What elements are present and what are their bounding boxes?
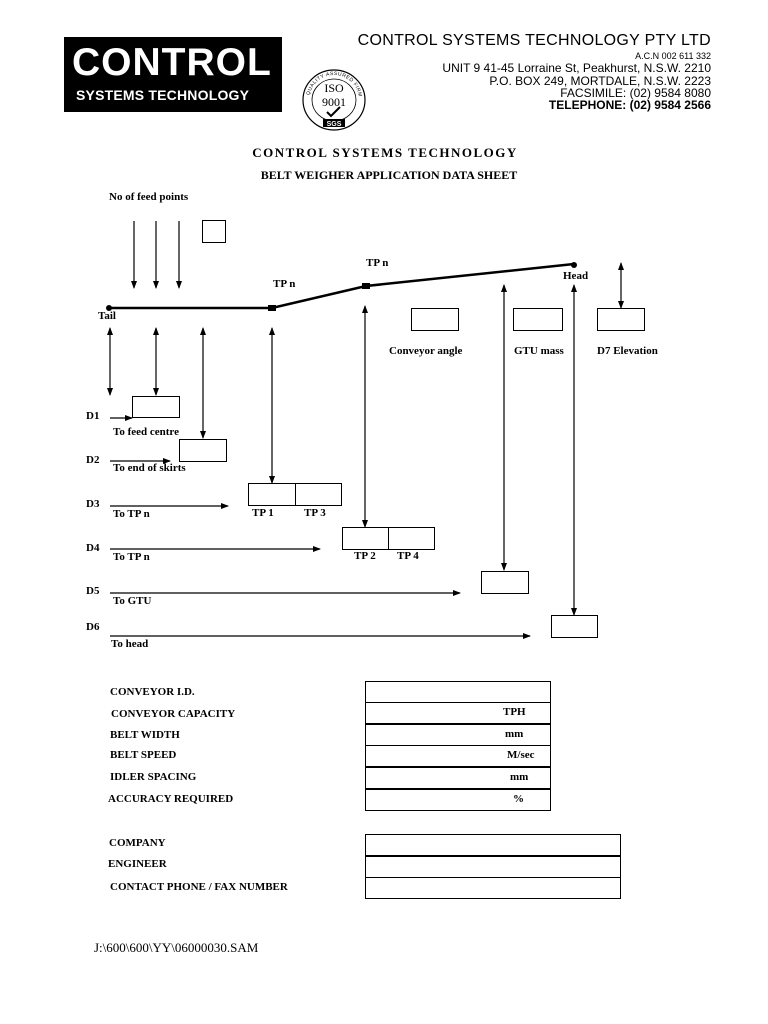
iso-9001-seal-icon: QUALITY ASSURED FIRM ISO 9001 SGS (302, 69, 366, 131)
conveyor-angle-input[interactable] (411, 308, 459, 331)
gtu-mass-label: GTU mass (514, 345, 564, 357)
logo-line1: CONTROL (72, 41, 272, 84)
company-logo: CONTROL SYSTEMS TECHNOLOGY (64, 37, 282, 112)
sheet-heading: CONTROL SYSTEMS TECHNOLOGY (252, 145, 518, 160)
belt-speed-unit: M/sec (507, 749, 535, 761)
d3-label: D3 (86, 498, 100, 510)
contact-phone-label: CONTACT PHONE / FAX NUMBER (110, 881, 288, 893)
d1-description: To feed centre (113, 426, 179, 438)
d2-input[interactable] (179, 439, 227, 462)
head-point (571, 262, 577, 268)
conveyor-belt (109, 262, 575, 310)
idler-spacing-unit: mm (510, 771, 529, 783)
street-address: UNIT 9 41-45 Lorraine St, Peakhurst, N.S… (442, 61, 711, 75)
d6-description: To head (111, 638, 149, 650)
d2-label: D2 (86, 454, 100, 466)
tp-n-label: TP n (366, 257, 389, 269)
feed-points-label: No of feed points (109, 191, 189, 203)
conveyor-capacity-field[interactable]: TPH (365, 702, 551, 724)
belt-speed-label: BELT SPEED (110, 749, 177, 761)
telephone-number: TELEPHONE: (02) 9584 2566 (548, 98, 711, 112)
tp3-input[interactable] (295, 483, 342, 506)
tp1-label: TP 1 (252, 507, 274, 519)
accuracy-unit: % (513, 793, 524, 805)
belt-speed-field[interactable]: M/sec (365, 745, 551, 767)
d7-elevation-label: D7 Elevation (597, 345, 658, 357)
feed-points-input[interactable] (202, 220, 226, 243)
company-field[interactable] (365, 834, 621, 856)
company-name: CONTROL SYSTEMS TECHNOLOGY PTY LTD (357, 32, 711, 49)
svg-text:9001: 9001 (322, 95, 346, 109)
d1-input[interactable] (132, 396, 180, 418)
d5-description: To GTU (113, 595, 152, 607)
conveyor-id-label: CONVEYOR I.D. (110, 686, 195, 698)
capacity-unit: TPH (503, 706, 526, 718)
tail-point (106, 305, 112, 311)
tp1-input[interactable] (248, 483, 296, 506)
conveyor-angle-label: Conveyor angle (389, 345, 463, 357)
d1-label: D1 (86, 410, 100, 422)
d5-input[interactable] (481, 571, 529, 594)
sheet-title: BELT WEIGHER APPLICATION DATA SHEET (260, 168, 518, 182)
transfer-point-marker (268, 305, 276, 311)
d6-input[interactable] (551, 615, 598, 638)
engineer-field[interactable] (365, 856, 621, 878)
tp4-input[interactable] (388, 527, 435, 550)
document-path: J:\600\600\YY\06000030.SAM (94, 940, 259, 955)
idler-spacing-field[interactable]: mm (365, 767, 551, 789)
acn-number: A.C.N 002 611 332 (635, 51, 711, 61)
belt-width-unit: mm (505, 728, 524, 740)
tp2-input[interactable] (342, 527, 389, 550)
tp4-label: TP 4 (397, 550, 419, 562)
idler-spacing-label: IDLER SPACING (110, 771, 197, 783)
transfer-point-marker (362, 283, 370, 289)
conveyor-id-field[interactable] (365, 681, 551, 703)
tp-n-label: TP n (273, 278, 296, 290)
svg-text:ISO: ISO (324, 81, 344, 95)
belt-width-label: BELT WIDTH (110, 729, 180, 741)
d2-description: To end of skirts (113, 462, 186, 474)
company-label: COMPANY (109, 837, 166, 849)
head-label: Head (563, 270, 589, 282)
accuracy-field[interactable]: % (365, 789, 551, 811)
fax-number: FACSIMILE: (02) 9584 8080 (560, 86, 711, 100)
d3-description: To TP n (113, 508, 150, 520)
belt-width-field[interactable]: mm (365, 724, 551, 746)
conveyor-capacity-label: CONVEYOR CAPACITY (111, 708, 236, 720)
contact-phone-field[interactable] (365, 877, 621, 899)
tp2-label: TP 2 (354, 550, 376, 562)
d6-label: D6 (86, 621, 100, 633)
postal-address: P.O. BOX 249, MORTDALE, N.S.W. 2223 (489, 74, 711, 88)
d7-elevation-input[interactable] (597, 308, 645, 331)
gtu-mass-input[interactable] (513, 308, 563, 331)
tp3-label: TP 3 (304, 507, 326, 519)
engineer-label: ENGINEER (108, 858, 167, 870)
d4-description: To TP n (113, 551, 150, 563)
d4-label: D4 (86, 542, 100, 554)
tail-label: Tail (98, 310, 116, 322)
logo-line2: SYSTEMS TECHNOLOGY (76, 87, 250, 103)
d5-label: D5 (86, 585, 100, 597)
svg-text:SGS: SGS (327, 121, 342, 128)
accuracy-label: ACCURACY REQUIRED (108, 793, 234, 805)
